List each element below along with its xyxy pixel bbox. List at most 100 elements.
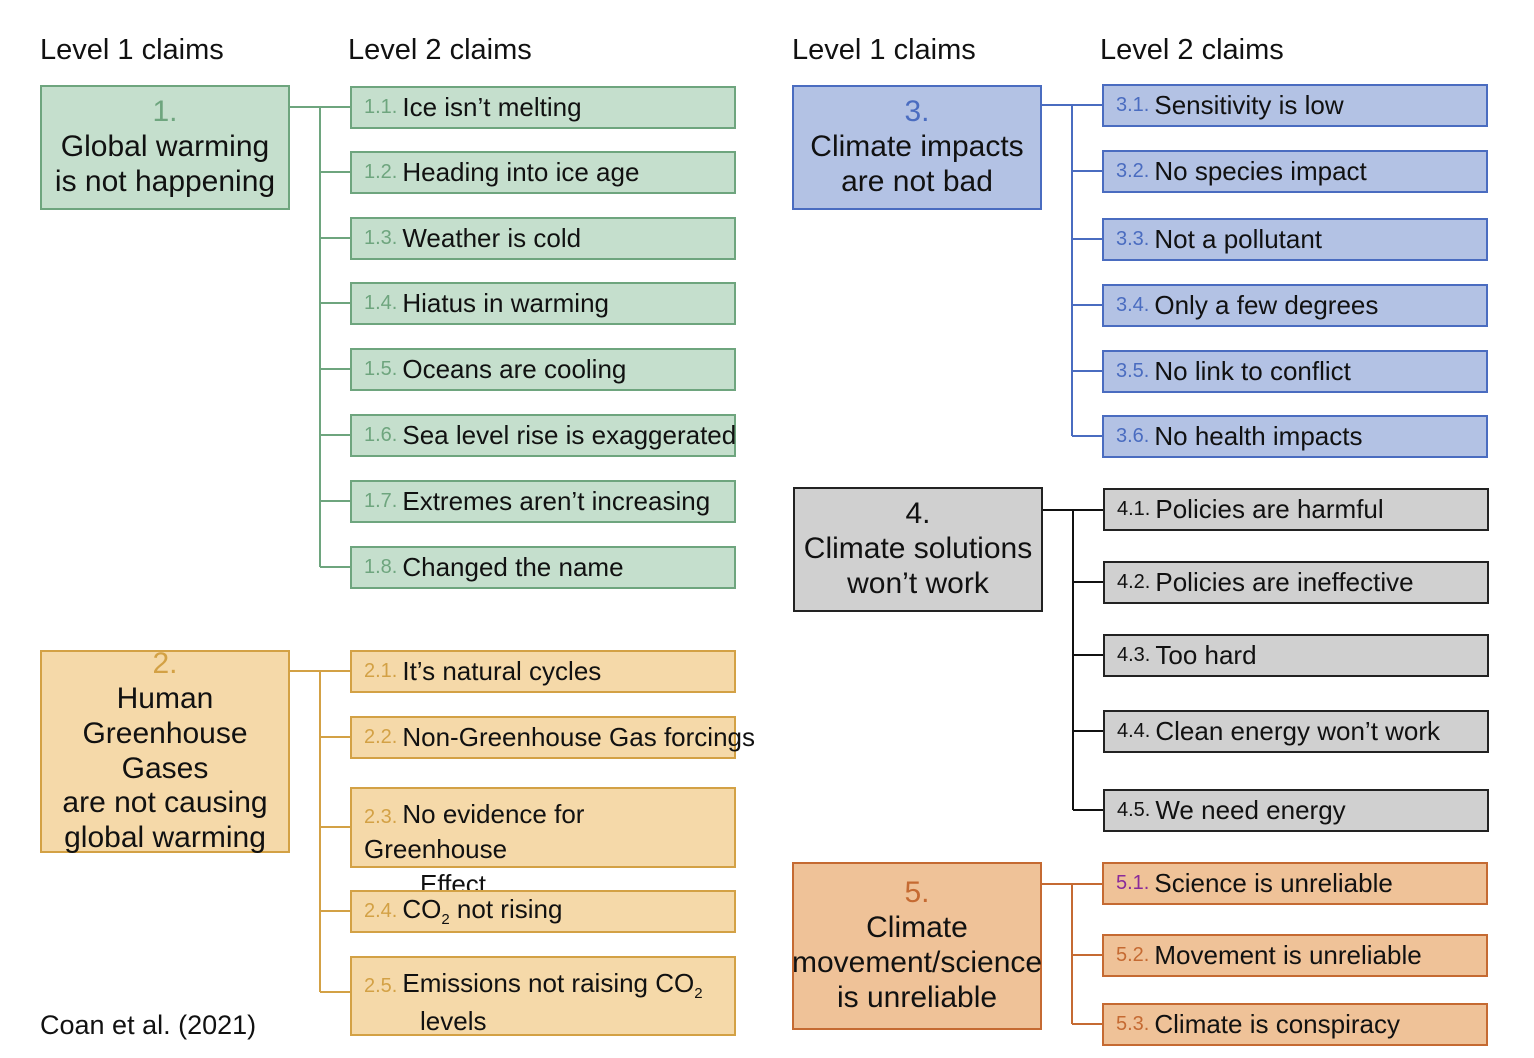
claim-3-line2: are not bad xyxy=(841,164,993,198)
claim-1-1-text: Ice isn’t melting xyxy=(402,92,582,122)
claim-4-5-text: We need energy xyxy=(1155,795,1346,825)
claim-2-4-text-after: not rising xyxy=(449,894,563,925)
claim-3-4: 3.4. Only a few degrees xyxy=(1102,284,1488,327)
claim-5-number: 5. xyxy=(904,876,930,910)
claim-4-line2: won’t work xyxy=(847,566,989,600)
claim-1-8: 1.8. Changed the name xyxy=(350,546,736,589)
claim-3-2-number: 3.2. xyxy=(1116,160,1150,182)
claim-5-line3: is unreliable xyxy=(836,980,998,1014)
claim-2-4: 2.4. CO2 not rising xyxy=(350,890,736,933)
claim-2-line3: are not causing xyxy=(62,786,268,820)
claim-3-2: 3.2. No species impact xyxy=(1102,150,1488,193)
claim-3-6-text: No health impacts xyxy=(1154,421,1363,451)
level1-claim-4: 4. Climate solutions won’t work xyxy=(793,487,1043,612)
level1-claim-2: 2. Human Greenhouse Gases are not causin… xyxy=(40,647,290,855)
group-5-connectors xyxy=(1042,883,1102,1025)
claim-1-7-text: Extremes aren’t increasing xyxy=(402,486,711,516)
claim-1-2: 1.2. Heading into ice age xyxy=(350,151,736,194)
claim-1-6-text: Sea level rise is exaggerated xyxy=(402,420,737,450)
claim-4-4: 4.4. Clean energy won’t work xyxy=(1103,710,1489,753)
claim-1-1: 1.1. Ice isn’t melting xyxy=(350,86,736,129)
claim-3-3-text: Not a pollutant xyxy=(1154,224,1323,254)
claim-3-6: 3.6. No health impacts xyxy=(1102,415,1488,458)
claim-3-1-text: Sensitivity is low xyxy=(1154,90,1344,120)
claim-5-2-number: 5.2. xyxy=(1116,944,1150,966)
left-level2-header: Level 2 claims xyxy=(348,34,532,66)
group-1-connectors xyxy=(290,106,350,568)
claim-5-1-text: Science is unreliable xyxy=(1154,868,1393,898)
level1-claim-1: 1. Global warming is not happening xyxy=(40,85,290,210)
group-2-connectors xyxy=(290,670,350,993)
claim-2-number: 2. xyxy=(152,647,178,681)
claim-1-7: 1.7. Extremes aren’t increasing xyxy=(350,480,736,523)
claim-2-2: 2.2. Non-Greenhouse Gas forcings xyxy=(350,716,755,759)
claim-1-8-number: 1.8. xyxy=(364,556,398,578)
claim-3-number: 3. xyxy=(904,95,930,129)
claim-1-3-text: Weather is cold xyxy=(402,223,582,253)
claim-1-line2: is not happening xyxy=(54,164,276,198)
level1-claim-3: 3. Climate impacts are not bad xyxy=(792,85,1042,210)
claim-3-3-number: 3.3. xyxy=(1116,228,1150,250)
claim-2-line4: global warming xyxy=(64,821,266,855)
claim-1-7-number: 1.7. xyxy=(364,490,398,512)
left-level1-header: Level 1 claims xyxy=(40,34,224,66)
group-3-connectors xyxy=(1042,104,1102,437)
claim-4-3: 4.3. Too hard xyxy=(1103,634,1489,677)
claim-1-5-number: 1.5. xyxy=(364,358,398,380)
claim-2-1-number: 2.1. xyxy=(364,660,398,682)
claim-1-3-number: 1.3. xyxy=(364,227,398,249)
claim-1-4: 1.4. Hiatus in warming xyxy=(350,282,736,325)
claim-2-3: 2.3.No evidence for Greenhouse Effect xyxy=(350,787,736,899)
claim-2-3-number: 2.3. xyxy=(364,806,398,828)
claim-5-2: 5.2. Movement is unreliable xyxy=(1102,934,1488,977)
claim-2-5-text: Emissions not raising CO xyxy=(402,968,695,998)
claim-1-5-text: Oceans are cooling xyxy=(402,354,627,384)
claim-4-4-text: Clean energy won’t work xyxy=(1155,716,1441,746)
claim-2-5-text-line2: levels xyxy=(420,1006,487,1037)
right-level1-header: Level 1 claims xyxy=(792,34,976,66)
claim-5-1-number: 5.1. xyxy=(1116,872,1150,894)
claim-3-5: 3.5. No link to conflict xyxy=(1102,350,1488,393)
claim-4-2-text: Policies are ineffective xyxy=(1155,567,1414,597)
claim-2-2-number: 2.2. xyxy=(364,726,398,748)
claim-1-2-text: Heading into ice age xyxy=(402,157,640,187)
claim-5-3-number: 5.3. xyxy=(1116,1013,1150,1035)
claim-4-2: 4.2. Policies are ineffective xyxy=(1103,561,1489,604)
level1-claim-5: 5. Climate movement/science is unreliabl… xyxy=(792,862,1042,1030)
claim-4-3-number: 4.3. xyxy=(1117,644,1151,666)
claim-1-6: 1.6. Sea level rise is exaggerated xyxy=(350,414,736,457)
claim-2-4-text-co: CO xyxy=(402,894,442,925)
citation: Coan et al. (2021) xyxy=(40,1010,257,1040)
claim-1-6-number: 1.6. xyxy=(364,424,398,446)
claim-4-5-number: 4.5. xyxy=(1117,799,1151,821)
claim-4-1-text: Policies are harmful xyxy=(1155,494,1384,524)
claim-2-1-text: It’s natural cycles xyxy=(402,656,602,686)
claim-5-3-text: Climate is conspiracy xyxy=(1154,1009,1400,1039)
claim-3-line1: Climate impacts xyxy=(810,130,1024,164)
claim-4-3-text: Too hard xyxy=(1155,640,1257,670)
claim-4-4-number: 4.4. xyxy=(1117,720,1151,742)
claim-2-5-number: 2.5. xyxy=(364,975,398,997)
claim-5-1: 5.1. Science is unreliable xyxy=(1102,862,1488,905)
claim-2-2-text: Non-Greenhouse Gas forcings xyxy=(402,722,755,752)
claim-2-line2: Greenhouse Gases xyxy=(82,716,248,785)
claim-1-3: 1.3. Weather is cold xyxy=(350,217,736,260)
claim-2-4-subscript: 2 xyxy=(441,911,450,929)
claim-2-3-text: No evidence for Greenhouse xyxy=(364,799,585,864)
claim-3-5-number: 3.5. xyxy=(1116,360,1150,382)
claim-1-8-text: Changed the name xyxy=(402,552,624,582)
claim-3-6-number: 3.6. xyxy=(1116,425,1150,447)
claim-4-2-number: 4.2. xyxy=(1117,571,1151,593)
claim-2-5: 2.5.Emissions not raising CO2 levels xyxy=(350,956,736,1036)
claim-4-number: 4. xyxy=(905,497,931,531)
claim-2-4-text: CO2 not rising xyxy=(402,894,562,928)
claim-5-3: 5.3. Climate is conspiracy xyxy=(1102,1003,1488,1046)
claim-1-number: 1. xyxy=(152,95,178,129)
claim-3-3: 3.3. Not a pollutant xyxy=(1102,218,1488,261)
claim-2-5-subscript: 2 xyxy=(694,985,703,1003)
claim-1-line1: Global warming xyxy=(60,130,270,164)
claim-3-4-text: Only a few degrees xyxy=(1154,290,1379,320)
claim-1-1-number: 1.1. xyxy=(364,96,398,118)
claim-5-2-text: Movement is unreliable xyxy=(1154,940,1422,970)
